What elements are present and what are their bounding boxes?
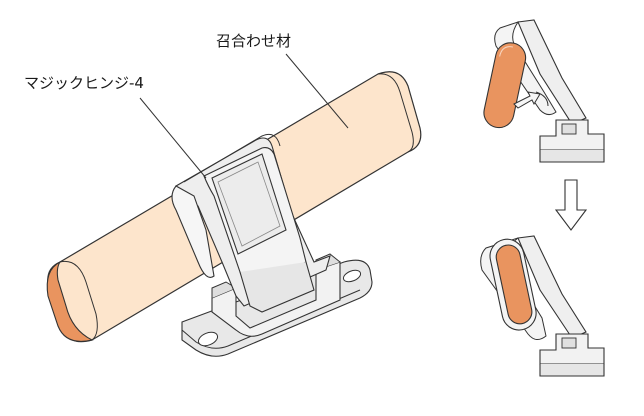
bar-section <box>483 42 527 129</box>
push-arrow-icon <box>513 91 541 109</box>
label-magic-hinge: マジックヒンジ-4 <box>24 74 144 92</box>
hinge-window <box>211 153 287 255</box>
screw-hole-icon <box>197 331 219 347</box>
step-1-illustration <box>483 19 605 163</box>
label-joining-bar: 召合わせ材 <box>216 32 292 50</box>
bar-section <box>495 244 533 325</box>
down-arrow-icon <box>554 179 588 231</box>
screw-hole-icon <box>342 269 362 283</box>
step-2-illustration <box>480 235 605 377</box>
leader-line-hinge <box>139 97 207 179</box>
hinge-arm <box>171 133 331 313</box>
leader-line-bar <box>285 53 349 129</box>
